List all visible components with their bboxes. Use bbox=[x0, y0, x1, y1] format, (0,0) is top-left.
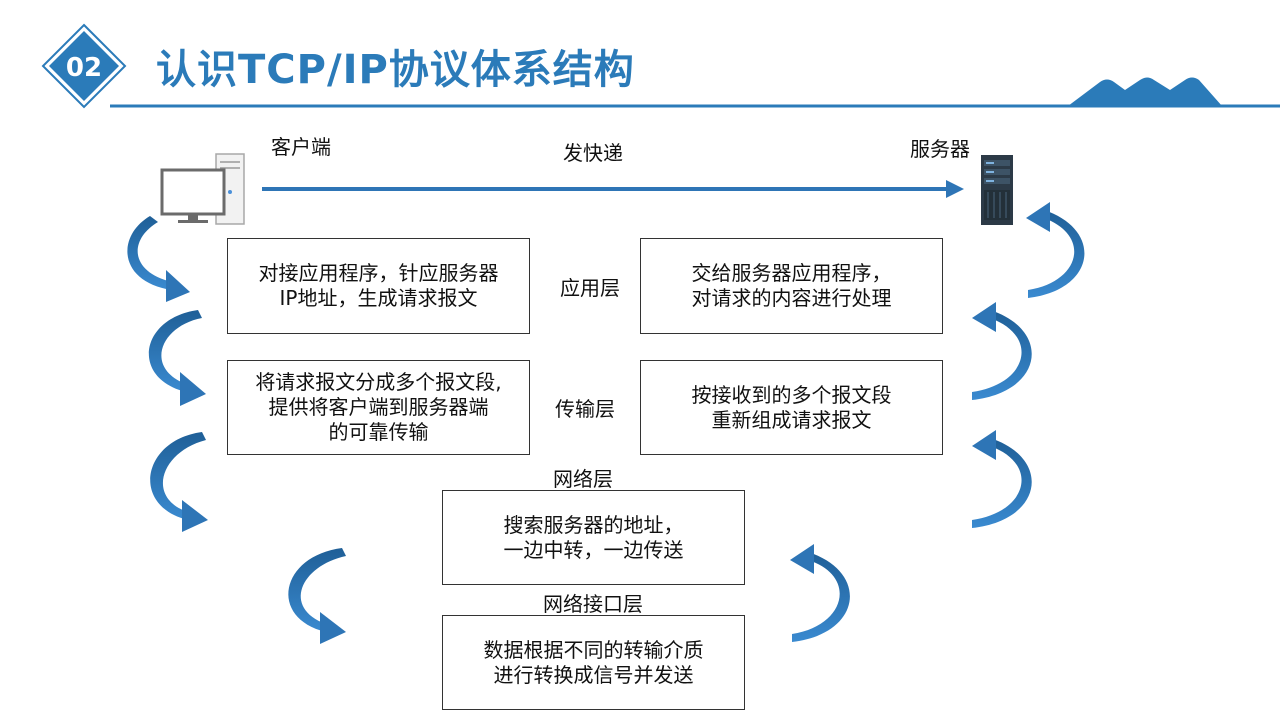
client-transport-text: 将请求报文分成多个报文段, 提供将客户端到服务器端 的可靠传输 bbox=[255, 370, 502, 444]
page-title: 认识TCP/IP协议体系结构 bbox=[156, 47, 635, 93]
top-arrow-label: 发快递 bbox=[563, 141, 623, 165]
network-box: 搜索服务器的地址， 一边中转，一边传送 bbox=[442, 490, 745, 585]
client-application-text: 对接应用程序，针应服务器 IP地址，生成请求报文 bbox=[258, 261, 499, 310]
badge-diamond bbox=[41, 23, 127, 109]
link-layer-label: 网络接口层 bbox=[543, 592, 643, 616]
curved-arrow-left-1 bbox=[127, 216, 190, 302]
network-layer-label: 网络层 bbox=[553, 467, 613, 491]
server-label: 服务器 bbox=[910, 137, 970, 161]
curved-arrow-right-2 bbox=[972, 302, 1032, 400]
client-computer-icon bbox=[160, 153, 245, 225]
server-transport-text: 按接收到的多个报文段 重新组成请求报文 bbox=[691, 382, 892, 432]
curved-arrow-right-1 bbox=[1026, 202, 1085, 298]
client-application-box: 对接应用程序，针应服务器 IP地址，生成请求报文 bbox=[227, 238, 530, 334]
link-box: 数据根据不同的转输介质 进行转换成信号并发送 bbox=[442, 615, 745, 710]
server-application-text: 交给服务器应用程序， 对请求的内容进行处理 bbox=[691, 261, 892, 310]
curved-arrow-left-4 bbox=[288, 548, 346, 644]
network-text: 搜索服务器的地址， 一边中转，一边传送 bbox=[503, 512, 684, 562]
mountain-decoration bbox=[1068, 77, 1222, 106]
application-layer-label: 应用层 bbox=[560, 276, 620, 300]
curved-arrow-right-3 bbox=[972, 430, 1032, 528]
header-decoration bbox=[41, 23, 1280, 109]
server-transport-box: 按接收到的多个报文段 重新组成请求报文 bbox=[640, 360, 943, 455]
client-transport-box: 将请求报文分成多个报文段, 提供将客户端到服务器端 的可靠传输 bbox=[227, 360, 530, 455]
server-icon bbox=[981, 155, 1013, 225]
top-arrow bbox=[262, 180, 964, 198]
link-text: 数据根据不同的转输介质 进行转换成信号并发送 bbox=[483, 637, 704, 687]
client-label: 客户端 bbox=[271, 135, 331, 159]
curved-arrow-left-2 bbox=[148, 310, 206, 406]
curved-arrow-right-4 bbox=[790, 544, 850, 642]
section-number: 02 bbox=[65, 53, 103, 83]
curved-arrow-left-3 bbox=[150, 432, 208, 532]
server-application-box: 交给服务器应用程序， 对请求的内容进行处理 bbox=[640, 238, 943, 334]
transport-layer-label: 传输层 bbox=[555, 397, 615, 421]
